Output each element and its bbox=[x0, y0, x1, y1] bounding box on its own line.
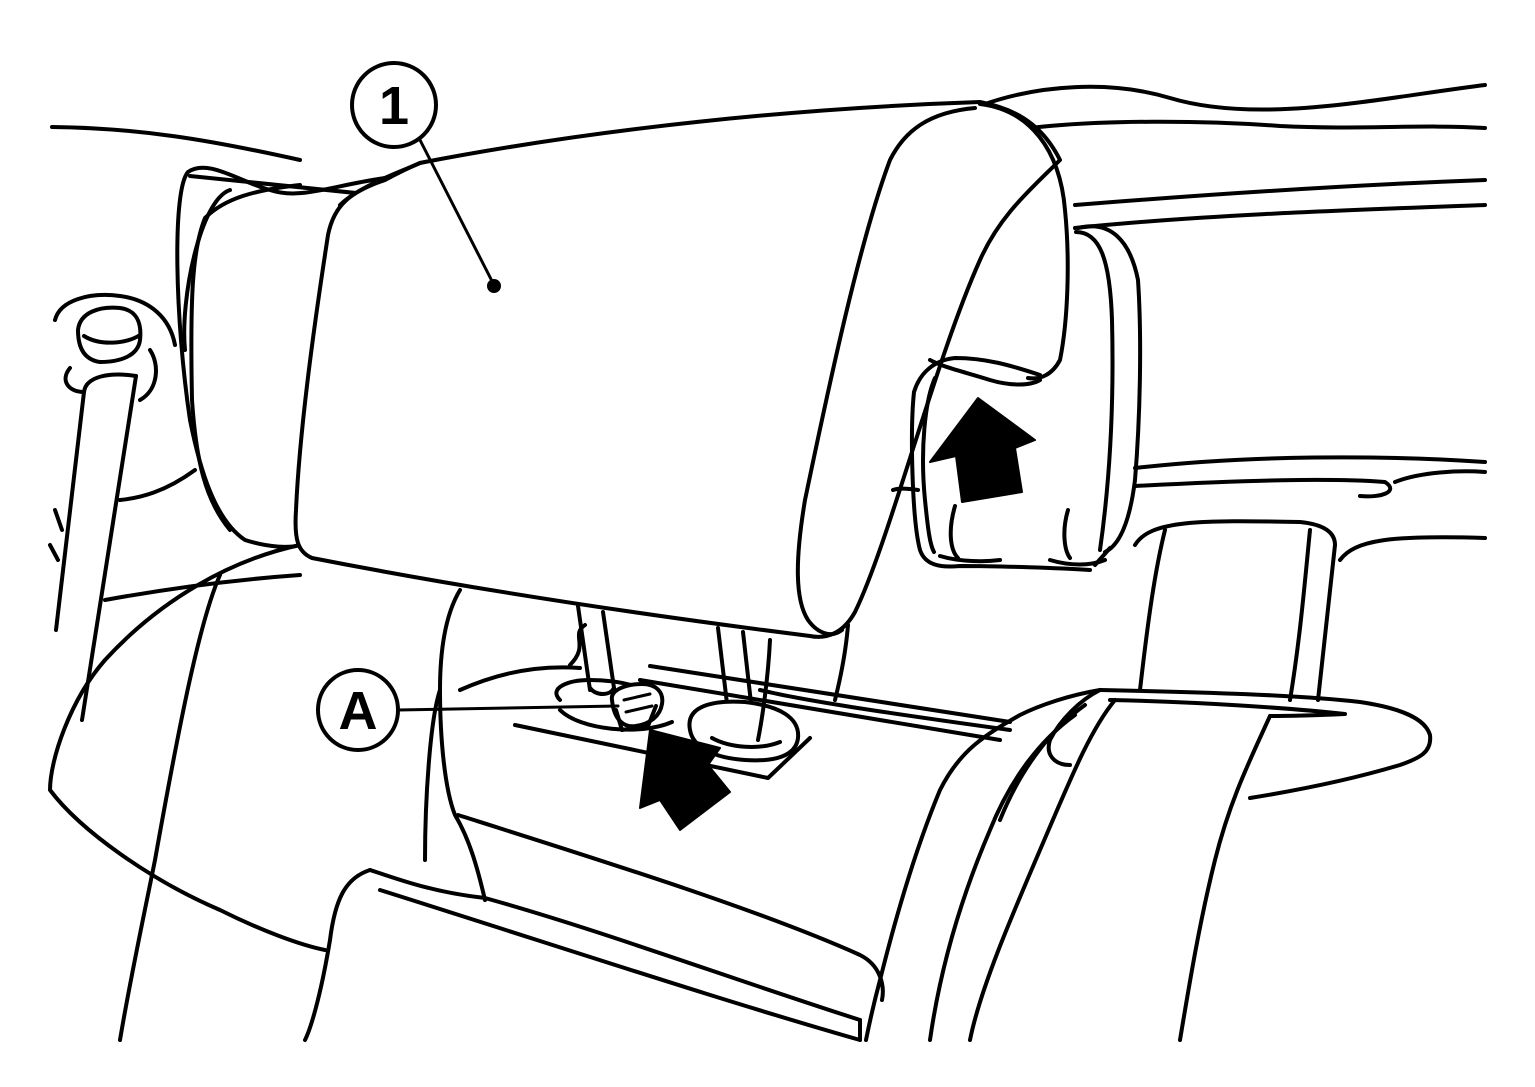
callout-a: A bbox=[316, 668, 620, 752]
seat-back bbox=[303, 588, 1012, 1042]
callout-1-anchor-dot bbox=[487, 279, 501, 293]
push-arrow-icon bbox=[639, 729, 731, 831]
right-seat bbox=[864, 519, 1487, 1042]
main-headrest bbox=[175, 100, 1070, 639]
headrest-stays bbox=[458, 604, 1012, 831]
callout-a-label: A bbox=[339, 681, 378, 741]
seat-belt bbox=[48, 293, 197, 722]
callout-1: 1 bbox=[350, 61, 501, 293]
right-headrest-opening bbox=[891, 224, 1143, 572]
callout-1-label: 1 bbox=[379, 76, 409, 136]
upward-arrow-icon bbox=[929, 397, 1036, 503]
